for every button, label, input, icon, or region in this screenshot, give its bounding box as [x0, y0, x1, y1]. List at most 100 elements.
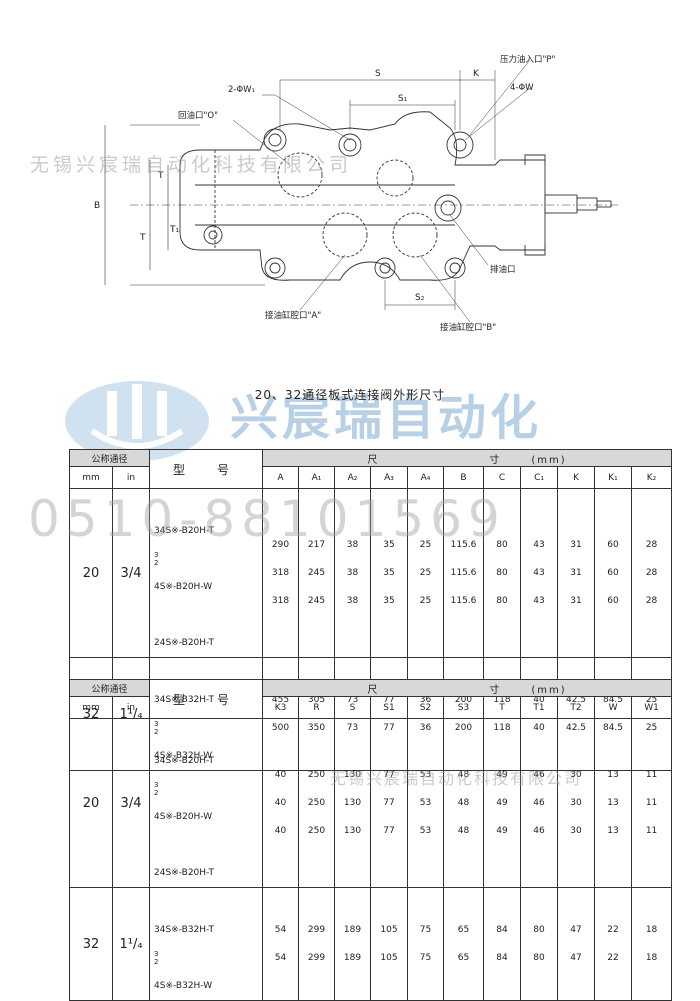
value-text: 60 — [607, 540, 619, 550]
table-title: 20、32通径板式连接阀外形尺寸 — [254, 388, 446, 402]
value-text: 54 — [274, 925, 287, 935]
model-text: 34S※-B32H-T — [154, 925, 214, 935]
model-name: 24S※-B20H-T — [154, 601, 262, 657]
model-text: 24S※-B20H-T — [154, 868, 214, 878]
col-header: K₁ — [594, 466, 633, 489]
value-text: 48 — [457, 826, 470, 836]
model-name: 34S※-B20H-T — [154, 489, 262, 545]
value-text: 43 — [533, 568, 545, 578]
dims-header-unit: (mm) — [531, 454, 567, 466]
label-cyl-b: 接油缸腔口"B" — [440, 322, 496, 333]
value-text: 318 — [271, 568, 290, 578]
value-text: 130 — [343, 798, 362, 808]
nominal-header: 公称通径 — [68, 679, 151, 697]
value-text: 38 — [346, 568, 359, 578]
value-text: 43 — [533, 540, 545, 550]
value-text: 75 — [419, 925, 432, 935]
label-pressure-port: 压力油入口"P" — [500, 54, 556, 65]
nominal-header: 公称通径 — [68, 449, 151, 467]
col-header: S — [334, 696, 372, 719]
col-header: S1 — [370, 696, 409, 719]
col-header: W1 — [631, 696, 673, 719]
value-text: 31 — [570, 596, 582, 606]
col-header: A₂ — [334, 466, 372, 489]
value-text: 80 — [533, 925, 545, 935]
value-text: 65 — [457, 953, 470, 963]
value-text: 77 — [383, 826, 395, 836]
model-text: 34S※-B20H-T — [154, 526, 214, 536]
label-drain-port: 排油口 — [490, 264, 516, 275]
value-text: 46 — [533, 798, 545, 808]
model-text: 4S※-B32H-W — [154, 981, 213, 991]
value-text: 40 — [274, 770, 287, 780]
label-holes-w1: 2-ΦW₁ — [228, 85, 255, 95]
value-text: 75 — [419, 953, 432, 963]
value-text: 13 — [607, 770, 619, 780]
col-header: K₂ — [631, 466, 673, 489]
value-text: 49 — [496, 770, 508, 780]
value-text: 38 — [346, 596, 359, 606]
value-text: 11 — [645, 826, 658, 836]
value-text: 40 — [274, 798, 287, 808]
value-text: 48 — [457, 798, 470, 808]
dim-b: B — [94, 201, 100, 211]
dimension-table-2: 公称通径 型 号 尺寸(mm) mm in K3 R S S1 S2 S3 T … — [68, 679, 673, 1001]
model-name: 34S※-B20H-T — [154, 719, 262, 775]
dim-t-upper: T — [157, 171, 164, 181]
model-text: 34S※-B20H-T — [154, 756, 214, 766]
model-header: 型 号 — [149, 449, 264, 489]
value-text: 80 — [496, 540, 508, 550]
value-text: 299 — [307, 953, 326, 963]
dim-k: K — [473, 69, 480, 79]
value-text: 28 — [645, 540, 658, 550]
value-text: 245 — [307, 568, 326, 578]
dims-header-cun: 寸 — [489, 454, 502, 466]
value-text: 80 — [496, 596, 508, 606]
col-header: B — [443, 466, 485, 489]
model-text: 4S※-B20H-W — [154, 582, 213, 592]
value-text: 46 — [533, 770, 545, 780]
value-text: 30 — [570, 826, 582, 836]
value-text: 46 — [533, 826, 545, 836]
value-text: 84 — [496, 925, 508, 935]
size-in: 3/4 — [111, 488, 151, 658]
col-header: R — [298, 696, 336, 719]
value-text: 25 — [419, 596, 432, 606]
col-header: T2 — [557, 696, 596, 719]
model-text: 24S※-B20H-T — [154, 638, 214, 648]
